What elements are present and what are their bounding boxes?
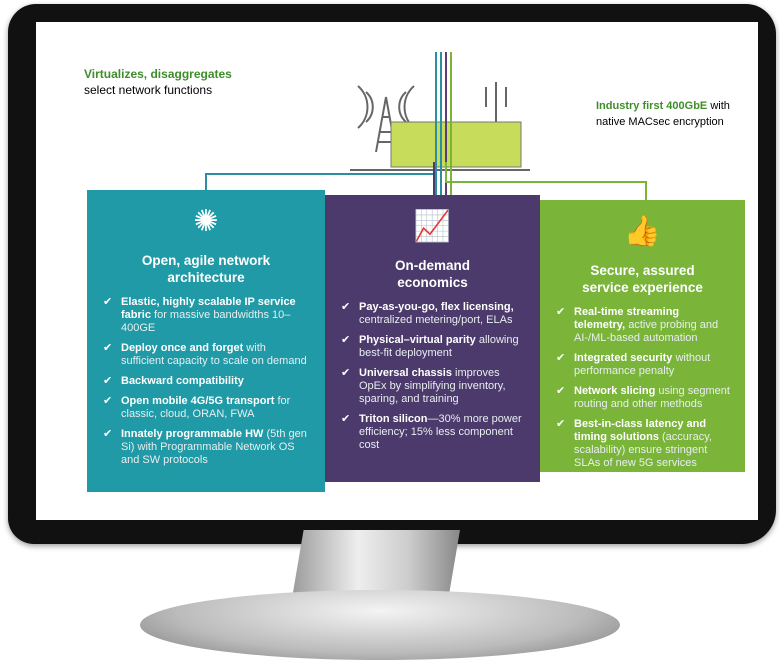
item-text: using segment routing and other methods bbox=[574, 385, 730, 410]
item-bold: Universal chassis bbox=[359, 367, 452, 379]
panel-title-line2: architecture bbox=[167, 270, 245, 285]
item-text: improves OpEx by simplifying inventory, … bbox=[359, 367, 506, 405]
panel-title-line1: Secure, assured bbox=[590, 263, 695, 278]
item-bold: Backward compatibility bbox=[121, 375, 244, 387]
list-item: Universal chassis improves OpEx by simpl… bbox=[339, 367, 526, 406]
panel-title: Open, agile network architecture bbox=[101, 252, 311, 286]
headline-right-text2: native MACsec encryption bbox=[596, 116, 724, 128]
panel-title: On-demand economics bbox=[339, 257, 526, 291]
item-text: for massive bandwidths 10–400GE bbox=[121, 309, 291, 334]
item-text: for classic, cloud, ORAN, FWA bbox=[121, 395, 291, 420]
panel-title: Secure, assured service experience bbox=[554, 262, 731, 296]
headline-left-text: select network functions bbox=[84, 83, 213, 97]
list-item: Backward compatibility bbox=[101, 375, 311, 388]
panel-secure-service: 👍 Secure, assured service experience Real… bbox=[540, 200, 745, 472]
item-bold: Real-time streaming telemetry, bbox=[574, 306, 680, 331]
thumbs-up-icon: 👍 bbox=[623, 215, 662, 248]
growth-chart-icon: 📈 bbox=[413, 210, 452, 243]
item-bold: Innately programmable HW bbox=[121, 428, 264, 440]
monitor-stand-base bbox=[140, 590, 620, 660]
list-item: Elastic, highly scalable IP service fabr… bbox=[101, 296, 311, 335]
item-bold: Best-in-class latency and timing solutio… bbox=[574, 418, 707, 443]
list-item: Best-in-class latency and timing solutio… bbox=[554, 418, 731, 470]
monitor-screen: Virtualizes, disaggregates select networ… bbox=[36, 22, 758, 520]
item-text: with sufficient capacity to scale on dem… bbox=[121, 342, 307, 367]
feature-list: Elastic, highly scalable IP service fabr… bbox=[101, 296, 311, 467]
panel-title-line2: economics bbox=[397, 275, 468, 290]
list-item: Pay-as-you-go, flex licensing, centraliz… bbox=[339, 301, 526, 327]
list-item: Network slicing using segment routing an… bbox=[554, 385, 731, 411]
headline-right-bold: Industry first 400GbE bbox=[596, 100, 708, 112]
list-item: Triton silicon—30% more power efficiency… bbox=[339, 413, 526, 452]
item-text: allowing best-fit deployment bbox=[359, 334, 519, 359]
item-bold: Open mobile 4G/5G transport bbox=[121, 395, 275, 407]
list-item: Innately programmable HW (5th gen Si) wi… bbox=[101, 428, 311, 467]
item-text: (5th gen Si) with Programmable Network O… bbox=[121, 428, 307, 466]
item-bold: Deploy once and forget bbox=[121, 342, 244, 354]
item-bold: Pay-as-you-go, flex licensing, bbox=[359, 301, 514, 313]
panel-title-line1: Open, agile network bbox=[141, 253, 271, 268]
item-text: without performance penalty bbox=[574, 352, 711, 377]
item-text: —30% more power efficiency; 15% less com… bbox=[359, 413, 522, 451]
item-bold: Elastic, highly scalable IP service fabr… bbox=[121, 296, 296, 321]
headline-right: Industry first 400GbE with native MACsec… bbox=[596, 98, 730, 130]
item-bold: Triton silicon bbox=[359, 413, 428, 425]
network-nodes-icon: ✺ bbox=[193, 205, 219, 238]
feature-list: Real-time streaming telemetry, active pr… bbox=[554, 306, 731, 470]
cell-tower-router-icon bbox=[350, 52, 530, 202]
list-item: Deploy once and forget with sufficient c… bbox=[101, 342, 311, 368]
list-item: Open mobile 4G/5G transport for classic,… bbox=[101, 395, 311, 421]
headline-right-text1: with bbox=[710, 100, 730, 112]
panel-title-line2: service experience bbox=[582, 280, 703, 295]
item-text: active probing and AI-/ML-based automati… bbox=[574, 319, 719, 344]
item-bold: Network slicing bbox=[574, 385, 656, 397]
item-text: centralized metering/port, ELAs bbox=[359, 314, 513, 326]
feature-list: Pay-as-you-go, flex licensing, centraliz… bbox=[339, 301, 526, 452]
list-item: Physical–virtual parity allowing best-fi… bbox=[339, 334, 526, 360]
panel-on-demand-economics: 📈 On-demand economics Pay-as-you-go, flex… bbox=[325, 195, 540, 482]
item-bold: Integrated security bbox=[574, 352, 673, 364]
panel-open-architecture: ✺ Open, agile network architecture Elasti… bbox=[87, 190, 325, 492]
item-bold: Physical–virtual parity bbox=[359, 334, 476, 346]
list-item: Integrated security without performance … bbox=[554, 352, 731, 378]
panel-title-line1: On-demand bbox=[394, 258, 470, 273]
list-item: Real-time streaming telemetry, active pr… bbox=[554, 306, 731, 345]
item-text: (accuracy, scalability) ensure stringent… bbox=[574, 431, 712, 469]
headline-left: Virtualizes, disaggregates select networ… bbox=[84, 66, 232, 98]
headline-left-bold: Virtualizes, disaggregates bbox=[84, 67, 232, 81]
